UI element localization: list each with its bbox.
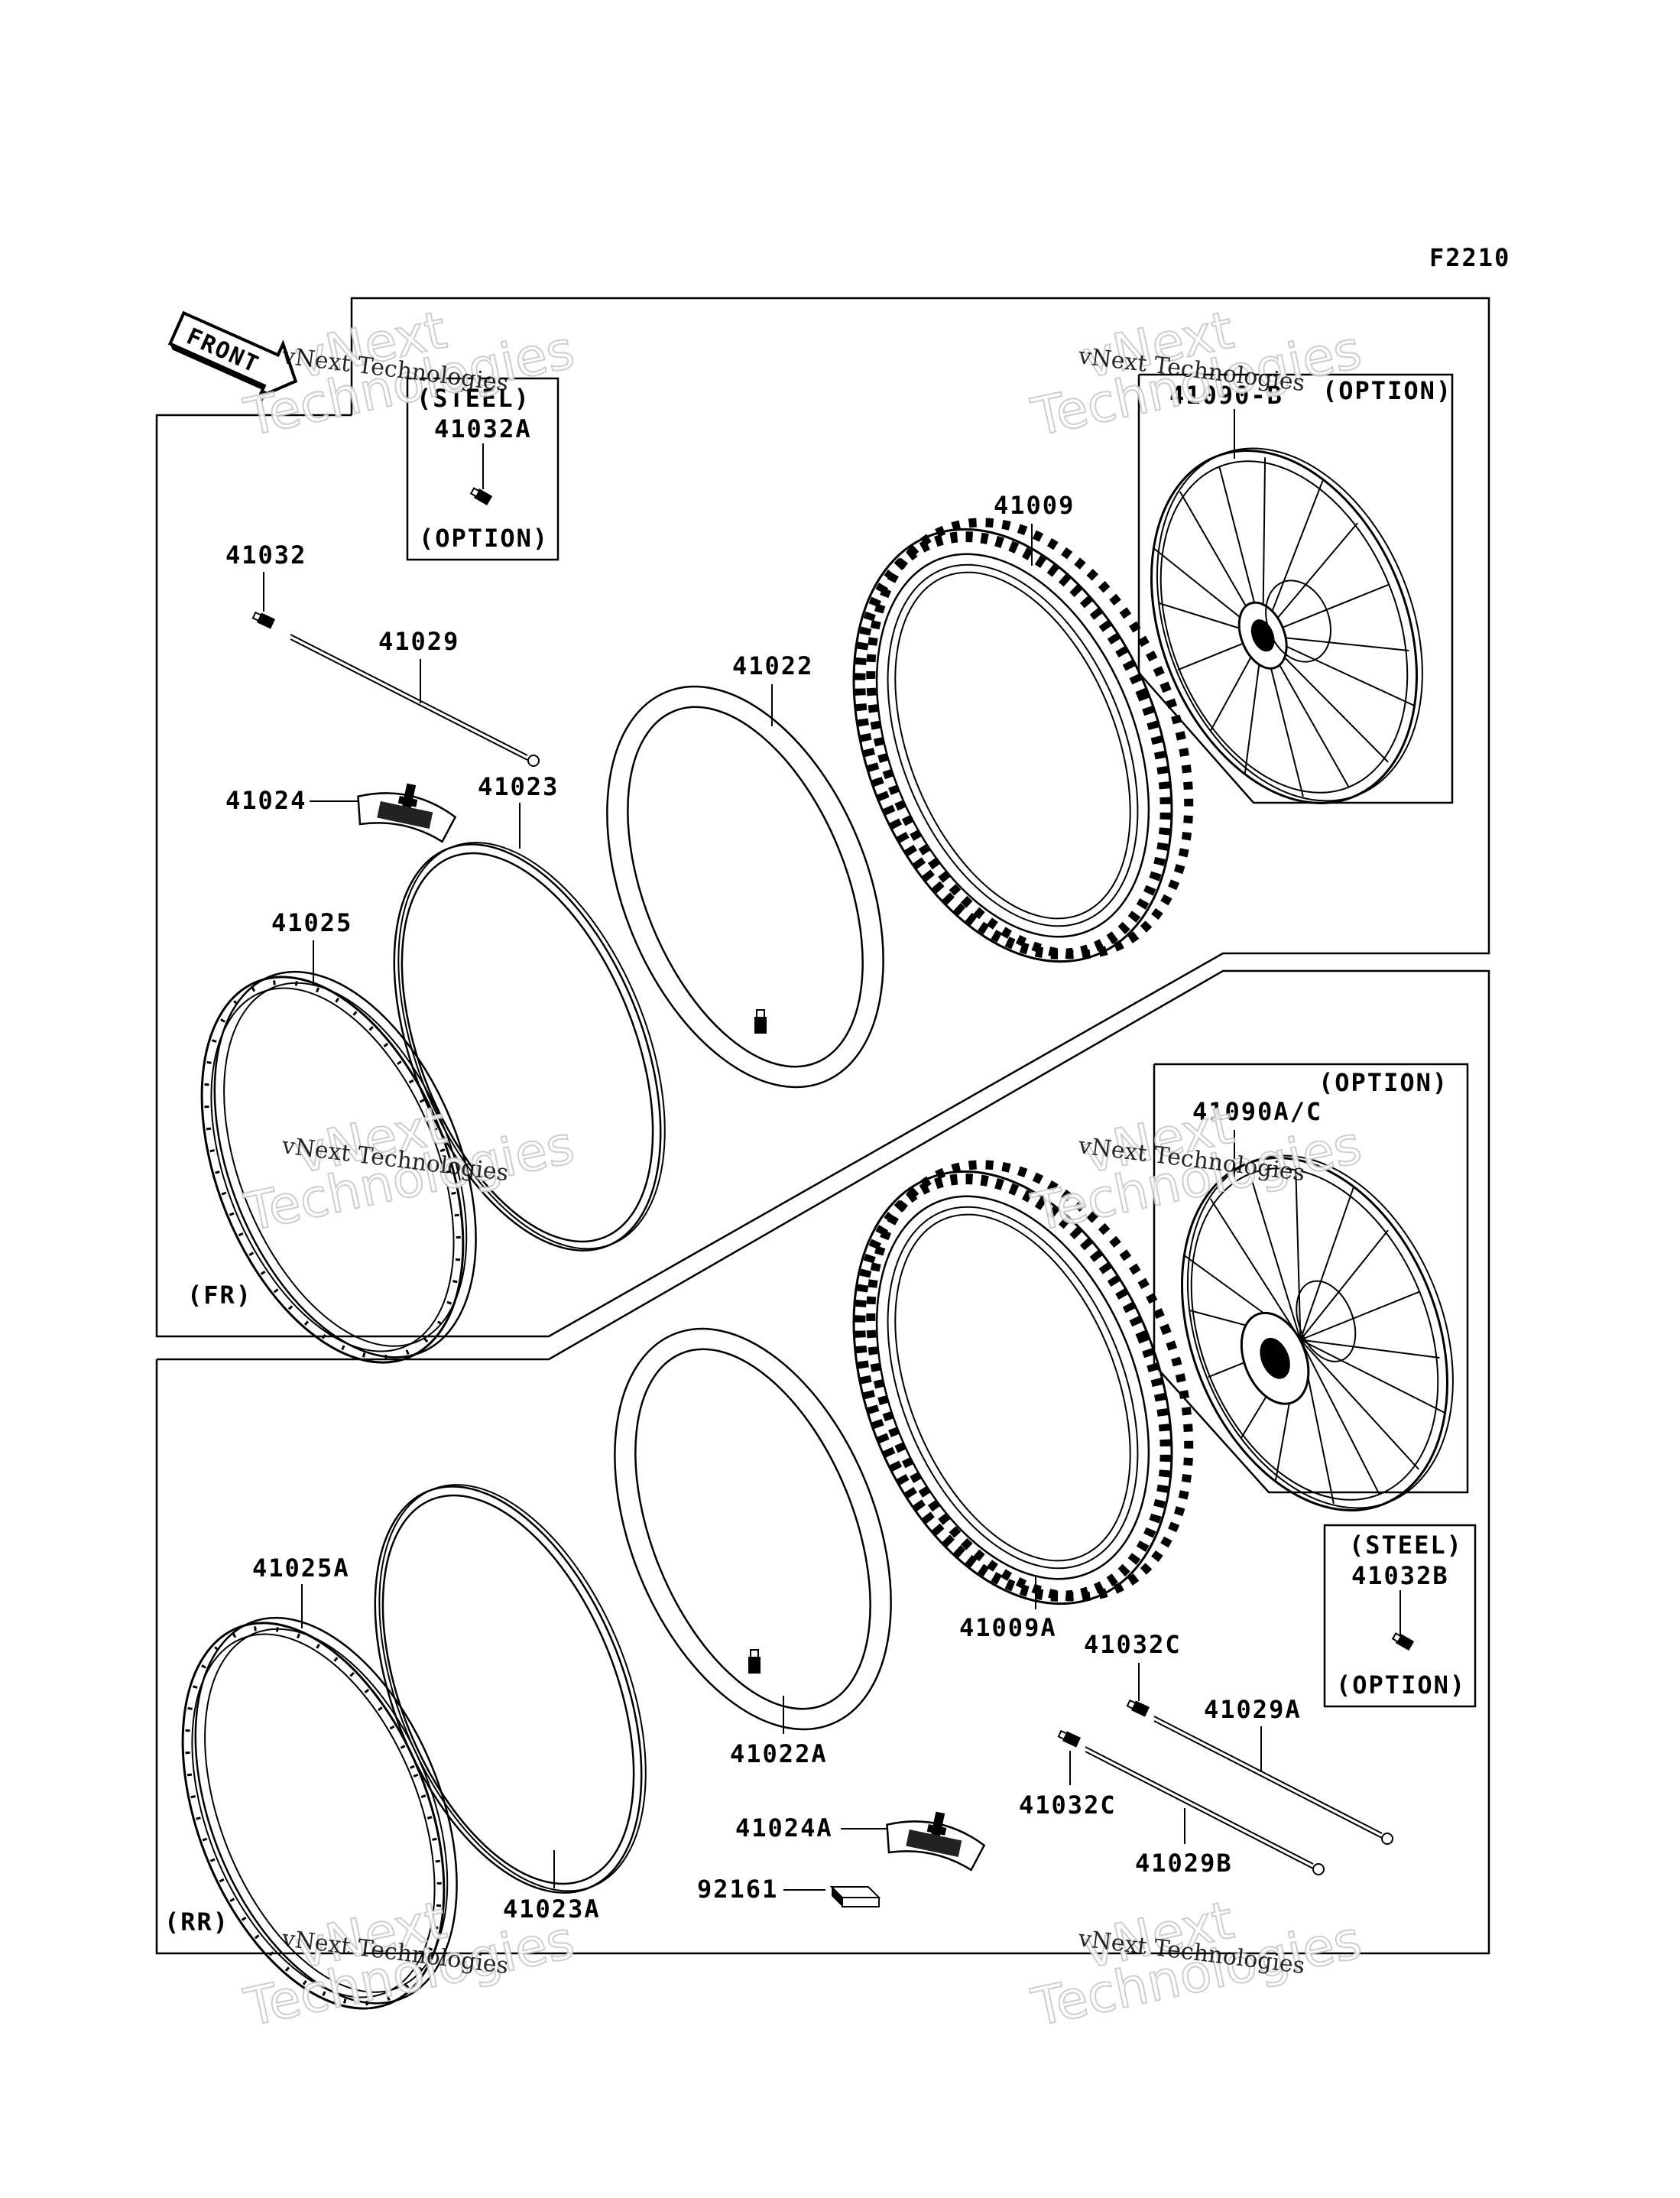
label-41032: 41032 (225, 541, 306, 570)
label-41024: 41024 (225, 786, 306, 815)
label-92161: 92161 (697, 1875, 778, 1904)
label-41023: 41023 (478, 772, 559, 801)
steel-box-title: (STEEL) (417, 384, 530, 413)
wheel-option-box-front: 41090-B (OPTION) (1137, 373, 1454, 804)
wheel-rear-note: (OPTION) (1318, 1068, 1448, 1097)
label-41029: 41029 (378, 627, 459, 656)
figure-code: F2210 (1429, 243, 1510, 272)
spoked-wheel-front-icon (1150, 447, 1423, 804)
label-41025: 41025 (271, 908, 352, 937)
rear-valve-icon (748, 1649, 761, 1674)
label-41023A: 41023A (503, 1894, 601, 1924)
label-41032C-bottom: 41032C (1019, 1791, 1117, 1820)
label-41029B: 41029B (1135, 1849, 1233, 1878)
label-41009: 41009 (994, 491, 1075, 520)
rear-tire-icon (852, 1160, 1194, 1605)
steel-box-rear-title: (STEEL) (1349, 1531, 1463, 1560)
spoked-wheel-rear-icon (1181, 1154, 1454, 1511)
wheel-front-part: 41090-B (1169, 381, 1283, 410)
inner-tube-icon (606, 685, 884, 1089)
wheel-option-box-rear: (OPTION) 41090A/C (1153, 1063, 1469, 1511)
tire-icon (852, 518, 1194, 963)
rear-section-label: (RR) (164, 1907, 229, 1937)
rear-spoke-nipple-1-icon (1126, 1699, 1150, 1717)
label-41022A: 41022A (730, 1739, 828, 1768)
label-41025A: 41025A (252, 1554, 350, 1583)
nipple-rear-icon (1391, 1632, 1415, 1651)
steel-box-part: 41032A (434, 414, 532, 443)
steel-option-box-front: (STEEL) 41032A (OPTION) (406, 377, 559, 561)
rear-rim-band-icon (374, 1484, 647, 1894)
rear-spoke-nipple-2-icon (1057, 1729, 1082, 1748)
steel-box-rear-part: 41032B (1351, 1561, 1449, 1590)
rear-section-frame (155, 969, 1490, 1955)
label-41032C-top: 41032C (1084, 1630, 1182, 1659)
rear-inner-tube-icon (614, 1327, 892, 1731)
label-41022: 41022 (732, 651, 813, 680)
wheel-rear-part: 41090A/C (1192, 1097, 1322, 1126)
steel-box-rear-note: (OPTION) (1336, 1670, 1466, 1700)
spoke-icon (290, 634, 540, 767)
steel-box-note: (OPTION) (419, 524, 549, 553)
rim-lock-icon (357, 783, 457, 843)
pad-icon (829, 1886, 881, 1907)
spoke-nipple-icon (251, 611, 276, 629)
rear-spoke-2-icon (1085, 1746, 1325, 1875)
steel-option-box-rear: (STEEL) 41032B (OPTION) (1323, 1524, 1477, 1708)
label-41024A: 41024A (735, 1813, 833, 1842)
wheel-front-note: (OPTION) (1322, 376, 1452, 405)
front-section-label: (FR) (187, 1281, 252, 1310)
label-41009A: 41009A (959, 1613, 1057, 1642)
rear-rim-lock-icon (886, 1811, 986, 1872)
nipple-icon (469, 487, 493, 506)
rear-spoke-1-icon (1153, 1716, 1393, 1845)
label-41029A: 41029A (1204, 1695, 1302, 1724)
front-section-frame (155, 297, 1490, 1338)
valve-icon (754, 1009, 767, 1034)
